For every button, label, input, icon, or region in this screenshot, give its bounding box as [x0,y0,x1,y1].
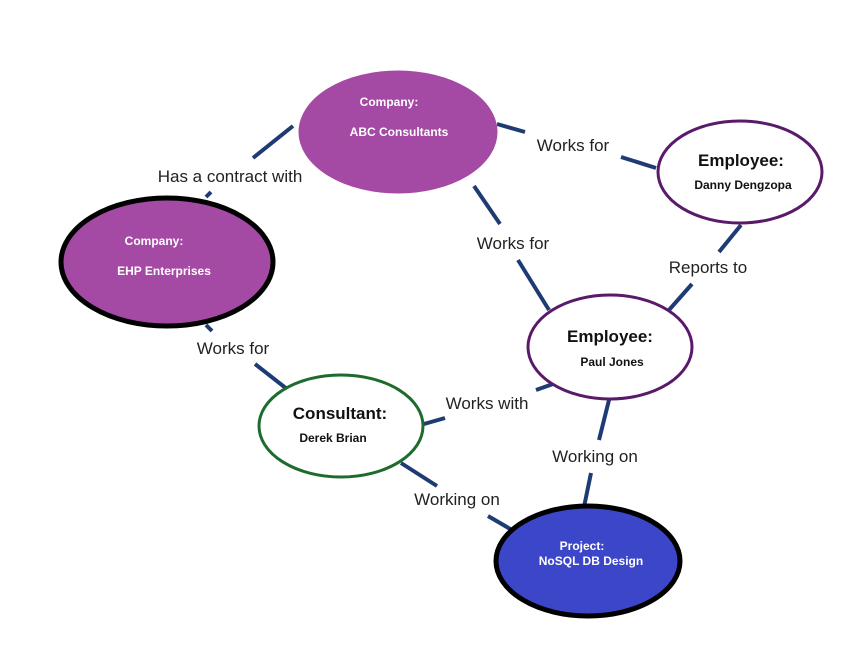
edge-line-works-with-left [423,416,446,426]
edge-line-ehp-derek-lower [253,362,289,391]
edge-line-paul-project-lower [582,472,593,508]
edge-line-abc-paul-upper [472,184,502,226]
edge-label-has-contract: Has a contract with [158,167,303,186]
edge-line-abc-danny-left [496,122,526,134]
edge-line-abc-danny-right [620,155,657,170]
node-danny-shape [656,119,824,225]
node-derek-type: Consultant: [293,404,387,423]
node-project-nosql[interactable]: Project: NoSQL DB Design [493,503,683,619]
edge-label-derek-project: Working on [414,490,500,509]
edge-line-ehp-derek-upper [204,323,214,333]
edge-line-has-contract-upper [251,124,295,160]
node-ehp-type: Company: [125,234,184,248]
edge-line-reports-upper [717,223,743,254]
node-project-name: NoSQL DB Design [539,554,643,568]
node-danny-dengzopa[interactable]: Employee: Danny Dengzopa [656,119,824,225]
edge-line-reports-lower [667,282,694,312]
edge-labels: Has a contract with Works for Works for … [158,136,748,509]
node-ehp-shape [58,195,276,329]
node-abc-consultants[interactable]: Company: ABC Consultants [298,70,498,194]
node-derek-name: Derek Brian [299,431,366,445]
edge-label-abc-danny: Works for [537,136,610,155]
node-danny-name: Danny Dengzopa [694,178,792,192]
edges [204,122,743,532]
node-project-type: Project: [560,539,605,553]
node-derek-brian[interactable]: Consultant: Derek Brian [257,373,425,479]
edge-line-abc-paul-lower [516,258,551,312]
node-project-shape [493,503,683,619]
edge-label-ehp-derek: Works for [197,339,270,358]
node-paul-type: Employee: [567,327,653,346]
node-derek-shape [257,373,425,479]
edge-line-paul-project-upper [597,399,611,441]
node-abc-type: Company: [360,95,419,109]
node-paul-name: Paul Jones [580,355,644,369]
edge-label-paul-project: Working on [552,447,638,466]
edge-label-works-with: Works with [446,394,529,413]
node-paul-shape [526,293,694,401]
edge-label-reports-to: Reports to [669,258,747,277]
edge-line-derek-project-lower [486,514,514,532]
edge-line-works-with-right [535,382,554,392]
node-danny-type: Employee: [698,151,784,170]
node-ehp-name: EHP Enterprises [117,264,211,278]
node-abc-shape [298,70,498,194]
node-paul-jones[interactable]: Employee: Paul Jones [526,293,694,401]
edge-line-derek-project-upper [399,461,439,488]
node-ehp-enterprises[interactable]: Company: EHP Enterprises [58,195,276,329]
edge-line-has-contract-lower [204,190,213,199]
edge-label-abc-paul: Works for [477,234,550,253]
node-abc-name: ABC Consultants [350,125,449,139]
